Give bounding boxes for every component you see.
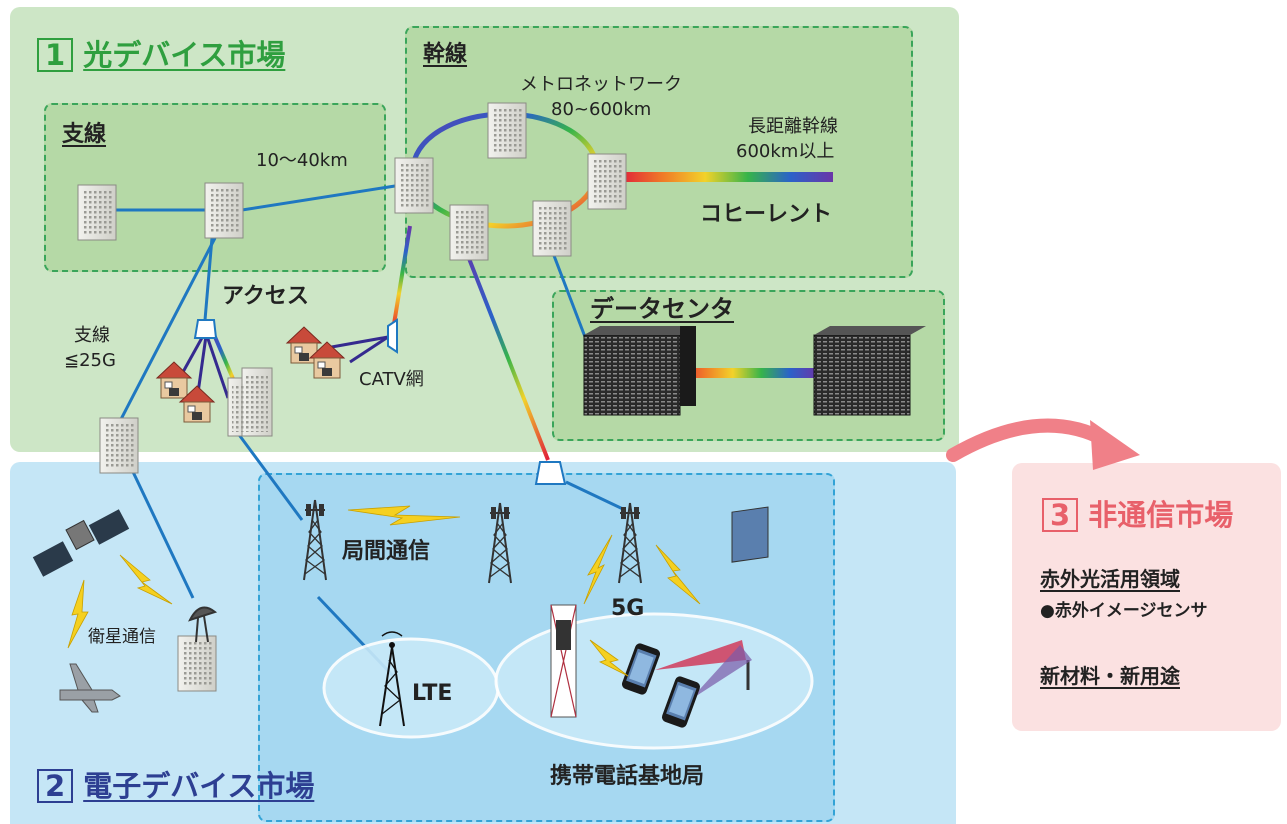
optical-market-number: 1: [37, 38, 74, 73]
new-materials-heading: 新材料・新用途: [1040, 664, 1180, 688]
datacenter-title: データセンタ: [590, 295, 734, 323]
infrared-heading: 赤外光活用領域: [1040, 567, 1180, 591]
nontelecom-market-label: 非通信市場: [1088, 498, 1234, 532]
long-haul-distance-label: 600km以上: [736, 141, 835, 162]
electronic-market-label: 電子デバイス市場: [83, 769, 315, 803]
fiveg-label: 5G: [611, 596, 645, 621]
trunk-title: 幹線: [423, 42, 468, 67]
coherent-label: コヒーレント: [700, 202, 833, 227]
lte-label: LTE: [412, 681, 453, 706]
branch-title: 支線: [62, 122, 107, 147]
nontelecom-market-zone: [1012, 463, 1281, 731]
access-label: アクセス: [222, 284, 309, 309]
electronic-market-number: 2: [37, 769, 74, 804]
metro-network-label: メトロネットワーク: [520, 74, 682, 95]
infrared-item: ●赤外イメージセンサ: [1040, 601, 1208, 621]
nontelecom-market-number: 3: [1042, 498, 1079, 533]
inter-station-label: 局間通信: [342, 539, 431, 564]
branch-distance-label: 10〜40km: [256, 150, 348, 171]
nontelecom-market-title: 3 非通信市場: [1042, 498, 1234, 533]
branch-speed-label-1: 支線: [74, 325, 110, 346]
metro-distance-label: 80~600km: [551, 99, 652, 120]
optical-market-label: 光デバイス市場: [83, 38, 286, 72]
electronic-market-title: 2 電子デバイス市場: [37, 769, 315, 804]
satellite-comm-label: 衛星通信: [88, 627, 156, 647]
branch-speed-label-2: ≦25G: [64, 350, 116, 371]
optical-market-title: 1 光デバイス市場: [37, 38, 286, 73]
catv-label: CATV網: [359, 369, 424, 390]
base-station-label: 携帯電話基地局: [550, 764, 705, 789]
long-haul-label: 長距離幹線: [748, 116, 838, 137]
